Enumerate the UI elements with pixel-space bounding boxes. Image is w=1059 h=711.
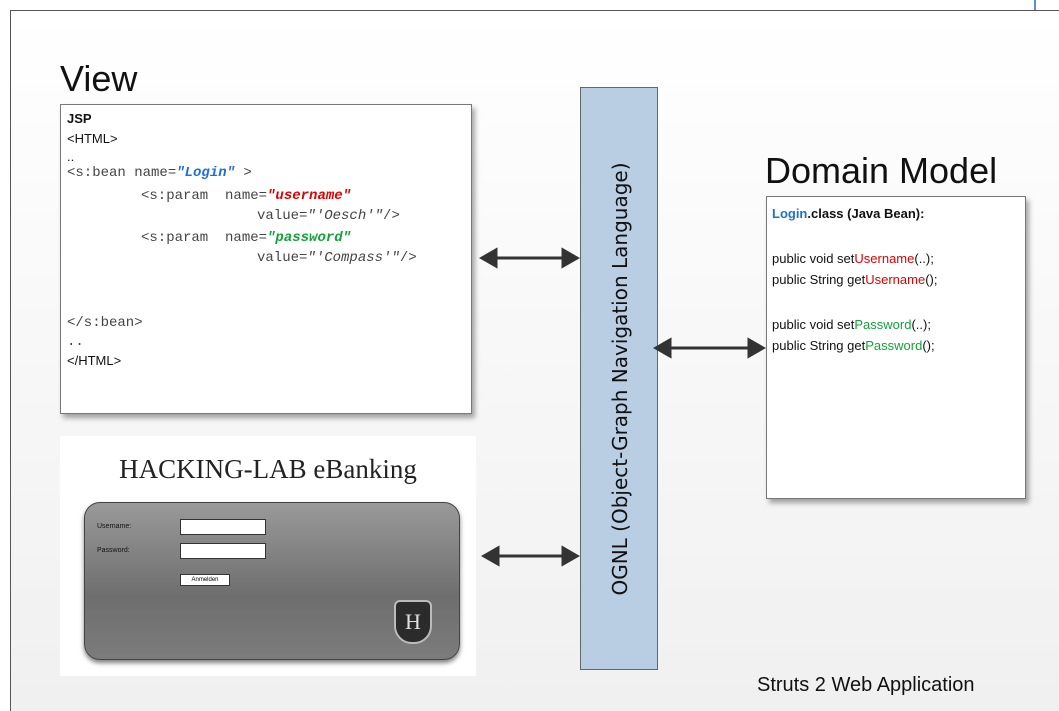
method-get-password: public String getPassword(); <box>772 338 935 353</box>
method-get-username-name: Username <box>865 272 926 287</box>
method-set-username-name: Username <box>854 251 915 266</box>
method-get-username-suffix: (); <box>925 272 938 287</box>
ognl-bar: OGNL (Object-Graph Navigation Language) <box>580 87 658 670</box>
jsp-bean-close: </s:bean> <box>67 315 143 331</box>
jsp-bean-open-prefix: <s:bean name= <box>67 165 177 181</box>
jsp-param-1-name: "username" <box>267 188 352 204</box>
jsp-param-2-prefix: <s:param name= <box>141 230 268 246</box>
jsp-param-1-value-prefix: value= <box>257 208 308 224</box>
view-title: View <box>60 58 138 99</box>
method-get-username: public String getUsername(); <box>772 272 937 287</box>
method-set-username: public void setUsername(..); <box>772 251 934 266</box>
password-field[interactable] <box>180 543 266 559</box>
jsp-bean-name: "Login" <box>176 165 236 181</box>
ebanking-title: HACKING-LAB eBanking <box>119 454 417 484</box>
method-set-password: public void setPassword(..); <box>772 317 931 332</box>
domain-class-suffix: .class (Java Bean): <box>807 206 925 221</box>
arrow-ognl-domain <box>652 337 767 359</box>
jsp-param-1-value-suffix: /> <box>383 208 400 224</box>
jsp-param-2-value-prefix: value= <box>257 250 308 266</box>
method-set-password-prefix: public void set <box>772 317 855 332</box>
jsp-html-close: </HTML> <box>67 353 122 368</box>
jsp-bean-open-suffix: > <box>235 165 252 181</box>
hacking-lab-shield-icon: H <box>394 600 432 644</box>
method-get-password-suffix: (); <box>922 338 935 353</box>
jsp-param-2-value: value="'Compass'"/> <box>257 250 417 266</box>
method-set-username-suffix: (..); <box>914 251 934 266</box>
jsp-dots-2: .. <box>67 334 84 350</box>
method-set-password-name: Password <box>854 317 912 332</box>
jsp-param-2-name: "password" <box>267 230 352 246</box>
jsp-param-1-value-text: "'Oesch'" <box>307 208 384 224</box>
jsp-bean-open: <s:bean name="Login" > <box>67 165 252 181</box>
jsp-html-open: <HTML> <box>67 131 118 146</box>
method-get-password-prefix: public String get <box>772 338 866 353</box>
domain-model-title: Domain Model <box>765 150 998 191</box>
password-label: Password: <box>97 547 130 554</box>
method-set-password-suffix: (..); <box>911 317 931 332</box>
jsp-param-1: <s:param name="username" <box>141 188 351 204</box>
username-field[interactable] <box>180 519 266 535</box>
jsp-code-box: JSP <HTML> .. <s:bean name="Login" > <s:… <box>60 104 472 414</box>
method-set-username-prefix: public void set <box>772 251 855 266</box>
domain-class-line: Login.class (Java Bean): <box>772 206 924 221</box>
jsp-param-2: <s:param name="password" <box>141 230 351 246</box>
arrow-view-ognl <box>478 247 581 269</box>
jsp-heading: JSP <box>67 111 92 126</box>
jsp-param-2-value-text: "'Compass'" <box>307 250 400 266</box>
domain-class-name: Login <box>772 206 808 221</box>
login-button[interactable]: Anmelden <box>180 574 230 586</box>
jsp-param-1-prefix: <s:param name= <box>141 188 268 204</box>
footer-caption: Struts 2 Web Application <box>757 674 975 696</box>
username-label: Username: <box>97 523 132 530</box>
corner-mark <box>1034 0 1036 10</box>
method-get-password-name: Password <box>865 338 923 353</box>
domain-model-box: Login.class (Java Bean): public void set… <box>766 196 1026 499</box>
jsp-dots-1: .. <box>67 149 75 164</box>
ebanking-screenshot: HACKING-LAB eBanking Username: Password:… <box>60 436 476 676</box>
arrow-ebanking-ognl <box>480 545 581 567</box>
method-get-username-prefix: public String get <box>772 272 866 287</box>
login-panel: Username: Password: Anmelden H <box>84 502 460 660</box>
jsp-param-2-value-suffix: /> <box>399 250 417 266</box>
jsp-param-1-value: value="'Oesch'"/> <box>257 208 400 224</box>
